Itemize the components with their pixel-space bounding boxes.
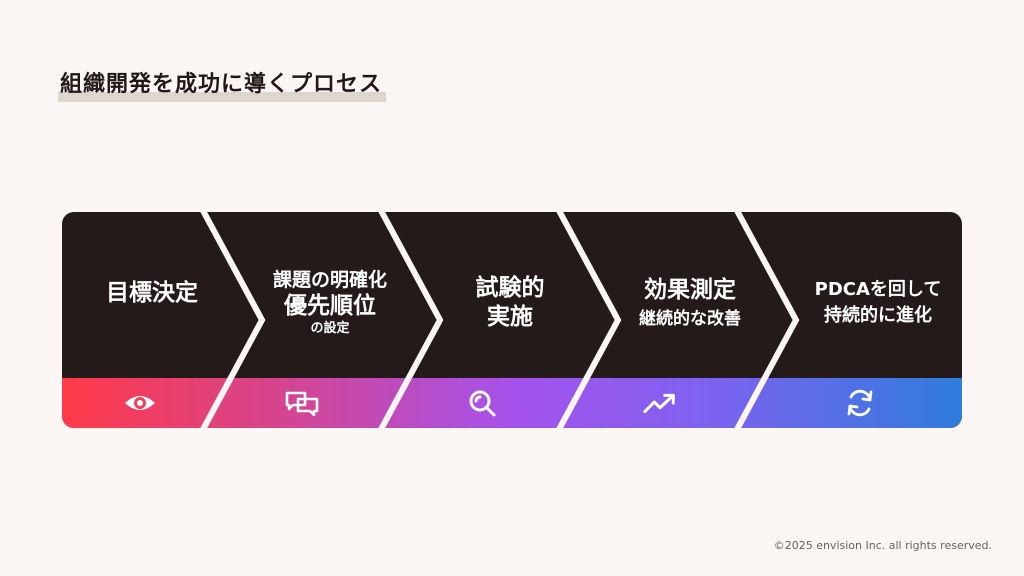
eye-icon [122,387,158,419]
step-5-line-2: 持続的に進化 [824,305,932,326]
gradient-band [62,378,962,428]
refresh-icon [842,387,878,419]
step-3-line-2: 実施 [487,304,533,330]
chat-bubbles-icon [284,387,320,419]
chevron-divider-3 [553,212,622,428]
step-3-line-1: 試験的 [475,275,545,302]
page-title-wrap: 組織開発を成功に導くプロセス [58,66,387,102]
step-2-line-1: 課題の明確化 [272,268,387,291]
copyright-notice: ©2025 envision Inc. all rights reserved. [773,539,992,552]
step-4-line-1: 効果測定 [644,277,736,303]
step-2-line-3: の設定 [310,321,350,337]
step-1-line-1: 目標決定 [106,279,198,306]
step-5-line-1: PDCAを回して [814,278,942,300]
chevron-divider-4 [731,212,800,428]
step-2-text: 課題の明確化 優先順位 の設定 [250,238,410,368]
page-title: 組織開発を成功に導くプロセス [60,72,383,97]
trend-up-icon [642,387,678,419]
step-4-line-2: 継続的な改善 [639,308,741,329]
step-1-text: 目標決定 [72,218,232,368]
step-5-text: PDCAを回して 持続的に進化 [796,238,960,368]
chevron-divider-2 [375,212,444,428]
step-4-text: 効果測定 継続的な改善 [610,238,770,368]
chevron-divider-1 [197,212,266,428]
step-3-text: 試験的 実施 [430,238,590,368]
magnifier-icon [464,387,500,419]
step-2-line-2: 優先順位 [284,293,376,320]
